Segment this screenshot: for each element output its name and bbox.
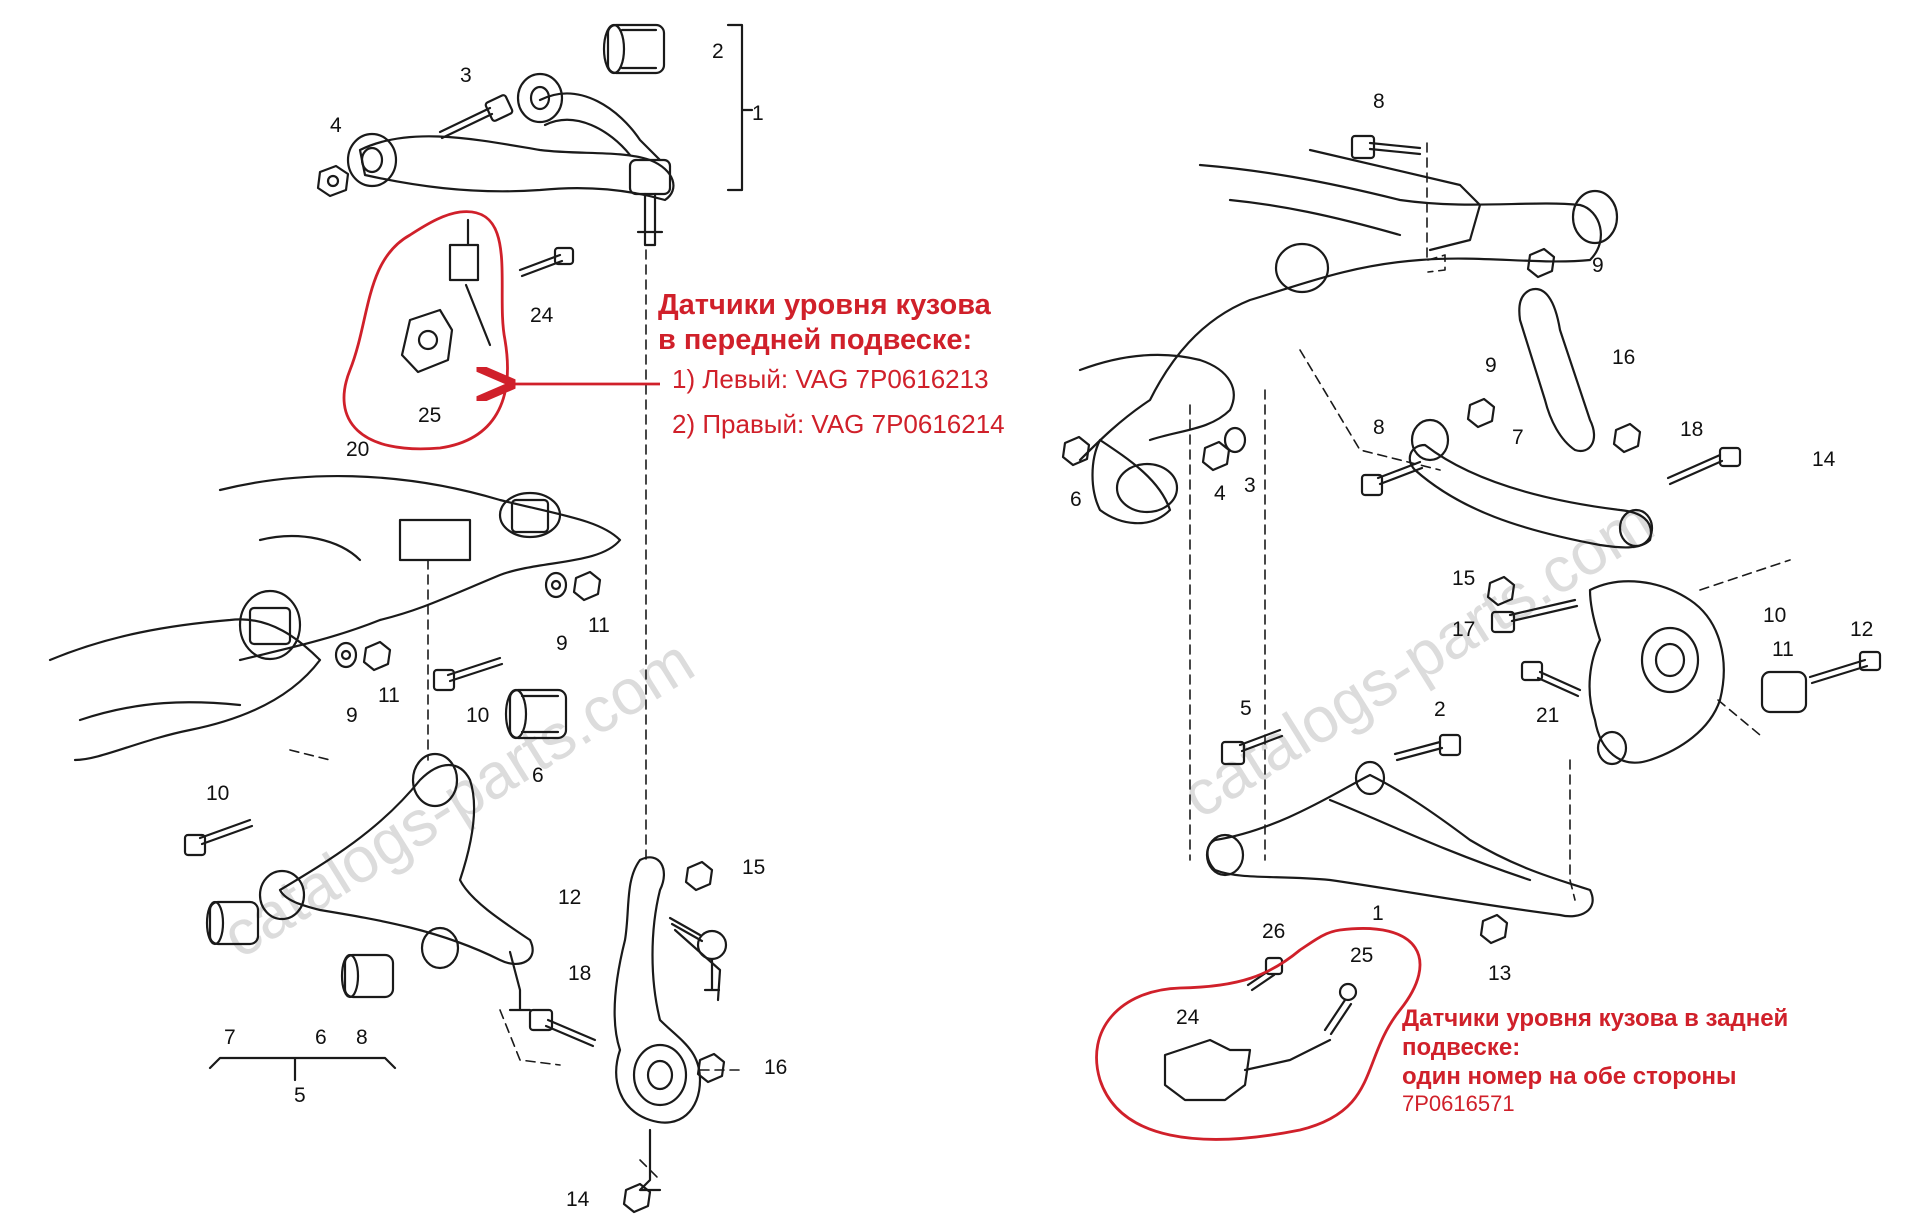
rear-lower-arm-1 xyxy=(1205,760,1594,918)
front-part-label: 6 xyxy=(315,1026,327,1049)
front-note-item-right: 2) Правый: VAG 7P0616214 xyxy=(672,408,1005,439)
front-part-label: 9 xyxy=(556,632,568,655)
front-part-label: 6 xyxy=(532,764,544,787)
rear-part-label: 21 xyxy=(1536,704,1559,727)
rear-knuckle-10 xyxy=(1588,580,1725,766)
rear-note: Датчики уровня кузова в задней подвеске:… xyxy=(1402,1005,1788,1118)
rear-note-title-line1: Датчики уровня кузова в задней xyxy=(1402,1005,1789,1032)
rear-part-label: 11 xyxy=(1772,638,1794,661)
front-level-sensor-icon xyxy=(400,218,575,374)
front-small-hardware-icons xyxy=(528,860,726,1214)
bushing-2-icon xyxy=(602,23,666,75)
bracket-1 xyxy=(726,23,754,192)
front-sensor-outline xyxy=(342,210,509,451)
front-part-label: 8 xyxy=(356,1026,368,1049)
front-upper-control-arm xyxy=(346,72,675,247)
rear-hardware-icons xyxy=(1061,134,1882,945)
rear-note-title-line2: подвеске: xyxy=(1402,1033,1521,1061)
front-lower-control-arm xyxy=(258,752,534,1012)
front-note-title-line2: в передней подвеске: xyxy=(658,323,973,356)
front-part-label: 25 xyxy=(418,404,441,427)
rear-note-title-line3: один номер на обе стороны xyxy=(1402,1062,1737,1090)
rear-part-label: 8 xyxy=(1373,416,1385,439)
rear-part-label: 3 xyxy=(1244,474,1256,497)
rear-part-label: 7 xyxy=(1512,426,1524,449)
rear-part-label: 24 xyxy=(1176,1006,1200,1029)
front-part-label: 4 xyxy=(330,114,342,137)
nut-4-icon xyxy=(316,164,350,198)
front-part-label: 20 xyxy=(346,438,369,461)
rear-part-label: 18 xyxy=(1680,418,1703,441)
front-part-label: 15 xyxy=(742,856,765,879)
front-part-label: 18 xyxy=(568,962,591,985)
front-dashed-connectors xyxy=(289,249,741,1181)
front-note: Датчики уровня кузова в передней подвеск… xyxy=(658,288,1005,440)
rear-part-label: 16 xyxy=(1612,346,1635,369)
front-part-label: 5 xyxy=(294,1084,306,1107)
rear-subframe xyxy=(1078,148,1619,525)
rear-part-label: 17 xyxy=(1452,618,1475,641)
front-part-label: 16 xyxy=(764,1056,787,1079)
rear-part-label: 12 xyxy=(1850,618,1873,641)
rear-part-label: 4 xyxy=(1214,482,1226,505)
rear-part-label: 9 xyxy=(1485,354,1497,377)
front-steering-knuckle xyxy=(613,856,722,1192)
front-note-title-line1: Датчики уровня кузова xyxy=(658,289,991,321)
front-part-label: 24 xyxy=(530,304,554,327)
rear-part-label: 9 xyxy=(1592,254,1604,277)
front-part-label: 9 xyxy=(346,704,358,727)
front-part-label: 14 xyxy=(566,1188,590,1211)
front-bolts-10-icons xyxy=(183,656,504,857)
front-subframe xyxy=(48,474,622,762)
front-part-label: 1 xyxy=(752,102,764,125)
front-part-label: 10 xyxy=(466,704,489,727)
front-tie-rod-end-icon xyxy=(668,916,728,992)
rear-part-label: 1 xyxy=(1372,902,1384,925)
rear-part-label: 8 xyxy=(1373,90,1385,113)
rear-level-sensor-icon xyxy=(1163,956,1358,1102)
rear-dashed-connectors xyxy=(1189,142,1791,901)
rear-part-label: 6 xyxy=(1070,488,1082,511)
rear-part-label: 13 xyxy=(1488,962,1511,985)
rear-part-label: 25 xyxy=(1350,944,1373,967)
front-bushing-6-icon xyxy=(504,688,568,740)
front-part-label: 11 xyxy=(378,684,400,707)
front-part-label: 12 xyxy=(558,886,581,909)
rear-part-label: 5 xyxy=(1240,697,1252,720)
bracket-5 xyxy=(208,1056,397,1082)
front-part-label: 3 xyxy=(460,64,472,87)
front-part-label: 10 xyxy=(206,782,229,805)
front-washer-nut-icons xyxy=(334,570,602,672)
rear-part-label: 26 xyxy=(1262,920,1285,943)
rear-part-label: 2 xyxy=(1434,698,1446,721)
front-part-label: 11 xyxy=(588,614,610,637)
rear-part-label: 15 xyxy=(1452,567,1475,590)
rear-part-label: 10 xyxy=(1763,604,1786,627)
front-part-label: 2 xyxy=(712,40,724,63)
front-note-item-left: 1) Левый: VAG 7P0616213 xyxy=(672,363,989,394)
rear-link-16 xyxy=(1518,287,1596,453)
front-part-label: 7 xyxy=(224,1026,236,1049)
rear-note-part-number: 7P0616571 xyxy=(1402,1091,1515,1117)
rear-sensor-outline xyxy=(1095,927,1422,1141)
watermark-rear: catalogs-parts.com xyxy=(1169,484,1666,832)
bolt-3-icon xyxy=(438,94,514,140)
front-bushing-7-8-icons xyxy=(205,900,395,999)
rear-part-label: 14 xyxy=(1812,448,1836,471)
highlight-outlines xyxy=(342,210,1422,1141)
